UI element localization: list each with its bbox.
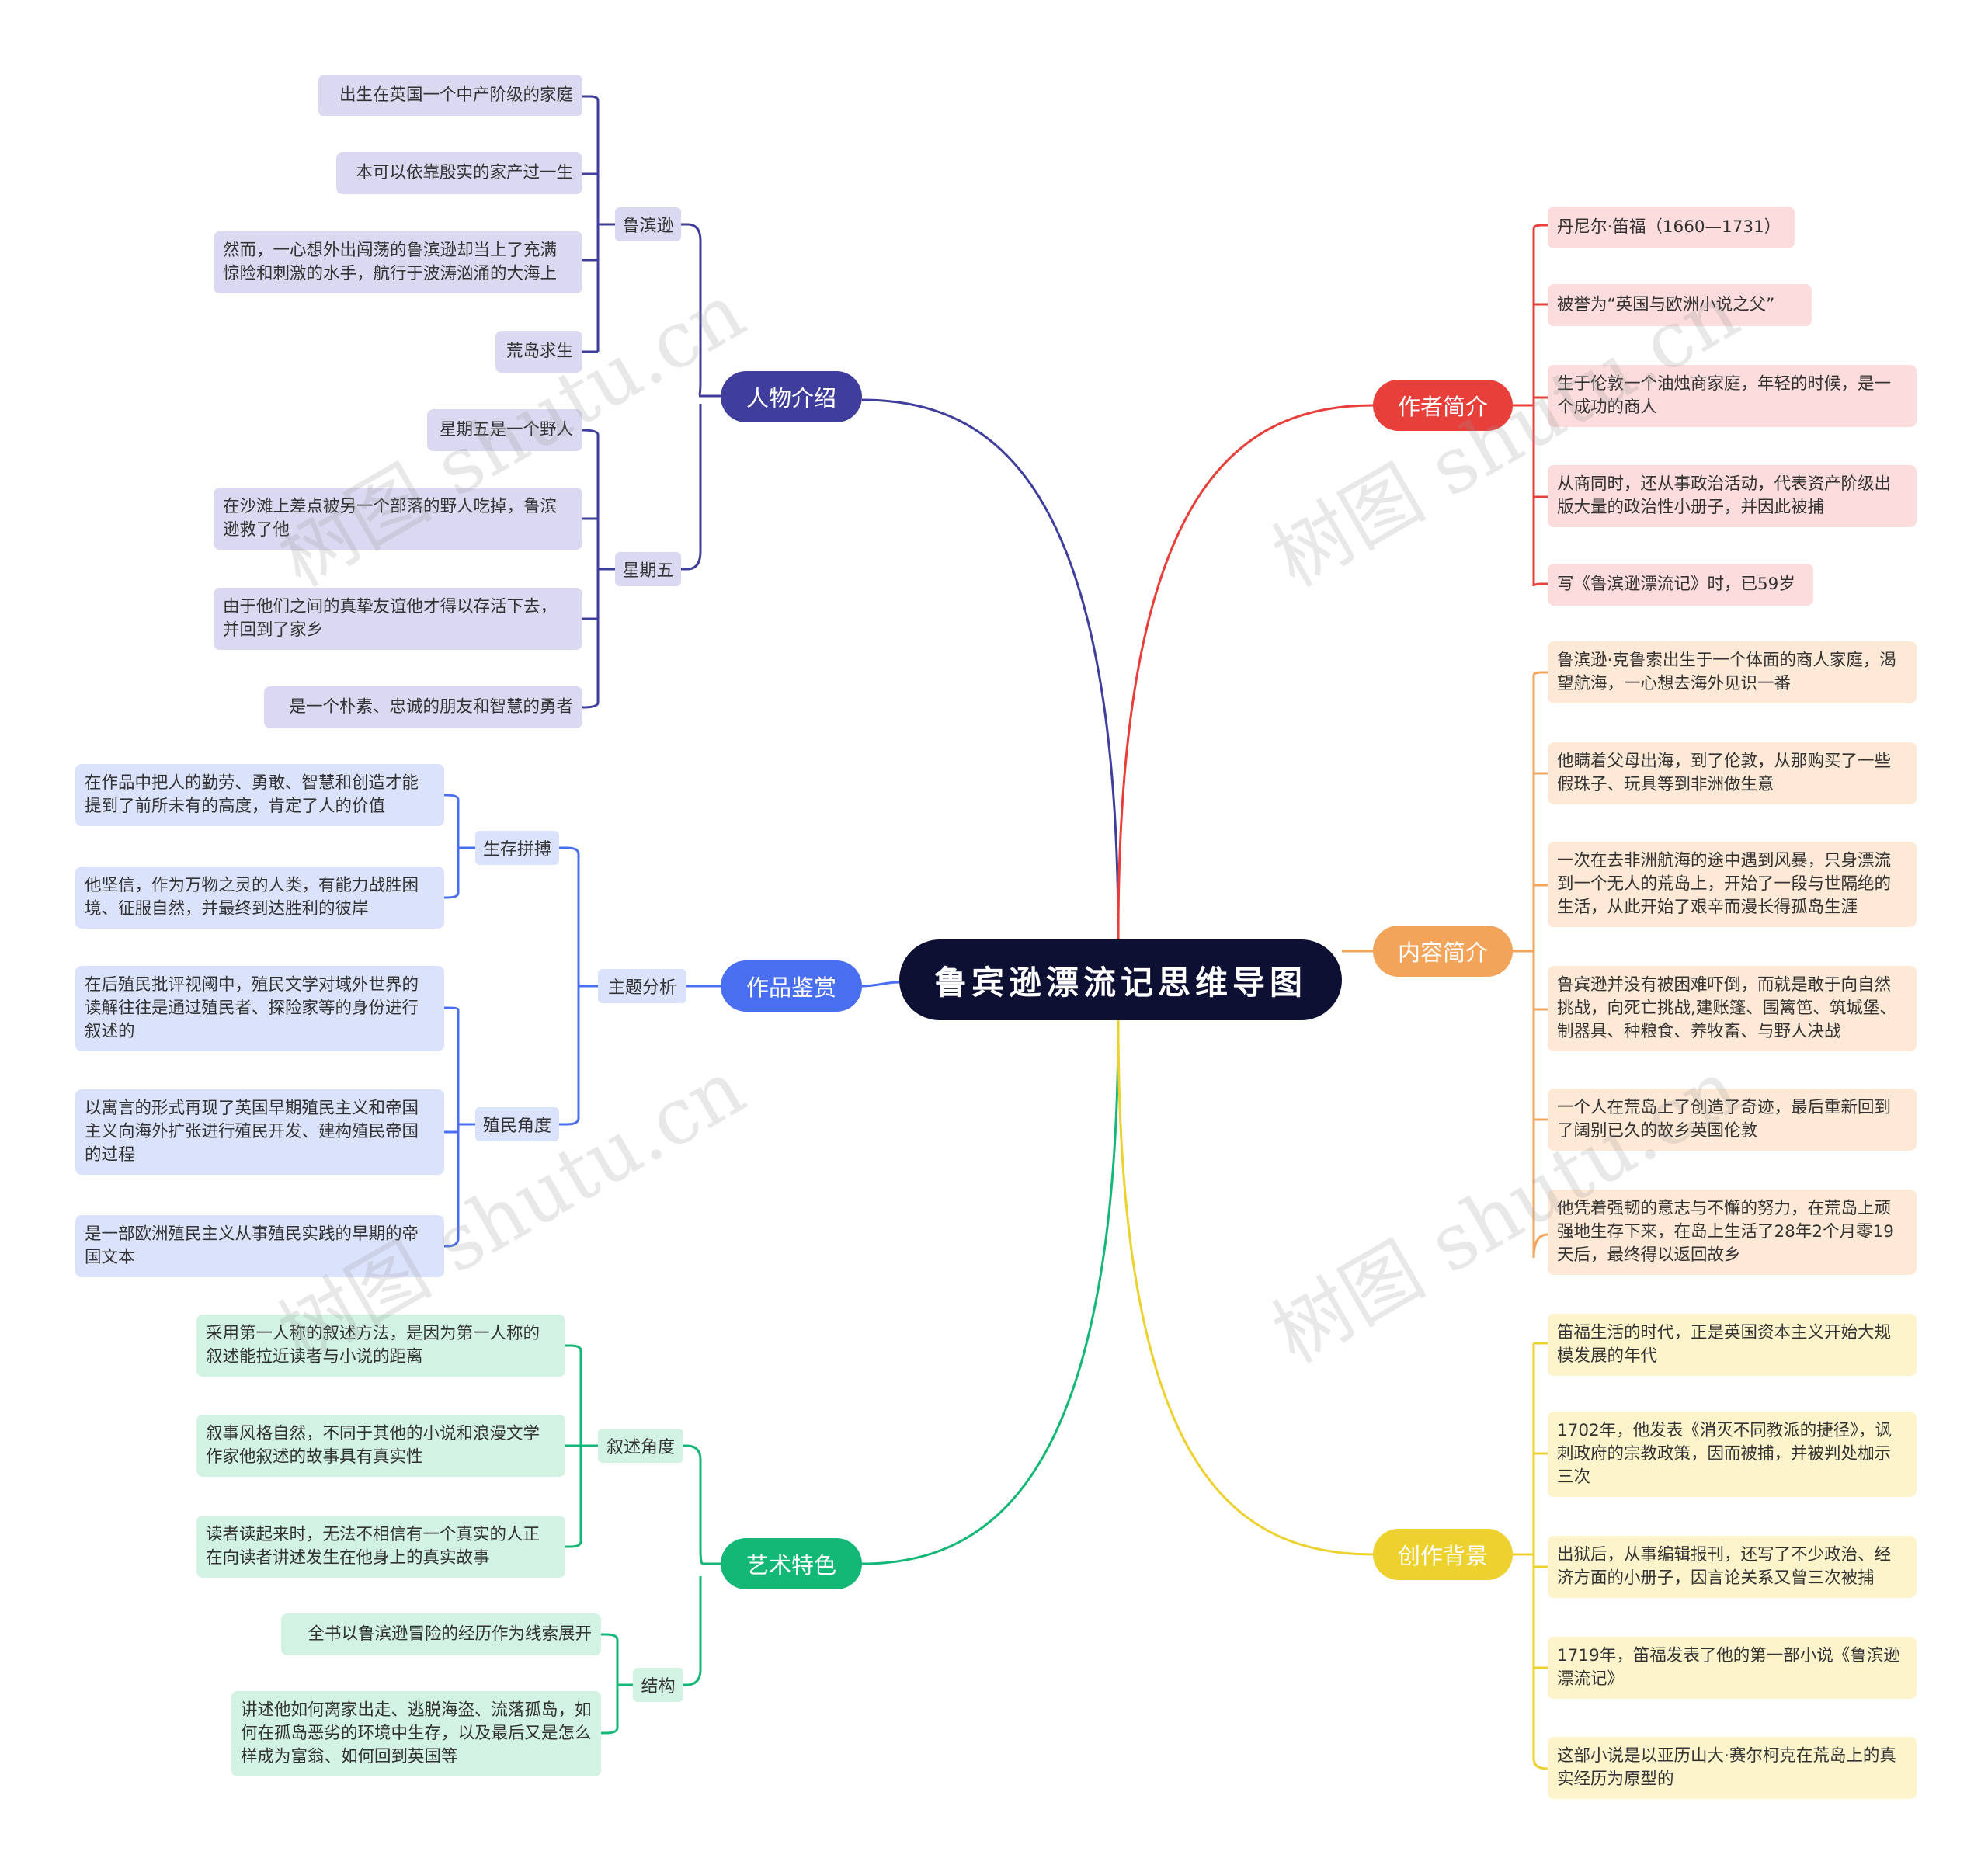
branch-background[interactable]: 创作背景 xyxy=(1373,1529,1513,1580)
leaf-author-3: 生于伦敦一个油烛商家庭，年轻的时候，是一个成功的商人 xyxy=(1548,365,1917,427)
leaf-friday-2: 在沙滩上差点被另一个部落的野人吃掉，鲁滨逊救了他 xyxy=(214,488,582,550)
link-root-background xyxy=(1117,1019,1374,1556)
sub-robinson[interactable]: 鲁滨逊 xyxy=(615,207,681,241)
leaf-structure-1: 全书以鲁滨逊冒险的经历作为线索展开 xyxy=(281,1613,601,1655)
leaf-content-1: 鲁滨逊·克鲁索出生于一个体面的商人家庭，渴望航海，一心想去海外见识一番 xyxy=(1548,641,1917,703)
sub-survival[interactable]: 生存拼搏 xyxy=(475,831,559,865)
sub-structure[interactable]: 结构 xyxy=(633,1668,683,1702)
leaf-background-4: 1719年，笛福发表了他的第一部小说《鲁滨逊漂流记》 xyxy=(1548,1637,1917,1699)
branch-art[interactable]: 艺术特色 xyxy=(721,1538,862,1589)
sub-theme[interactable]: 主题分析 xyxy=(598,969,686,1003)
leaf-colonial-2: 以寓言的形式再现了英国早期殖民主义和帝国主义向海外扩张进行殖民开发、建构殖民帝国… xyxy=(75,1089,444,1175)
leaf-robinson-4: 荒岛求生 xyxy=(495,331,582,373)
leaf-content-3: 一次在去非洲航海的途中遇到风暴，只身漂流到一个无人的荒岛上，开始了一段与世隔绝的… xyxy=(1548,842,1917,927)
leaf-robinson-3: 然而，一心想外出闯荡的鲁滨逊却当上了充满惊险和刺激的水手，航行于波涛汹涌的大海上 xyxy=(214,231,582,293)
leaf-robinson-1: 出生在英国一个中产阶级的家庭 xyxy=(318,75,582,116)
leaf-content-4: 鲁宾逊并没有被困难吓倒，而就是敢于向自然挑战，向死亡挑战,建账篷、围篱笆、筑城堡… xyxy=(1548,966,1917,1051)
leaf-background-1: 笛福生活的时代，正是英国资本主义开始大规模发展的年代 xyxy=(1548,1314,1917,1376)
sub-colonial[interactable]: 殖民角度 xyxy=(475,1107,559,1141)
leaf-colonial-3: 是一部欧洲殖民主义从事殖民实践的早期的帝国文本 xyxy=(75,1215,444,1277)
branch-appreciation[interactable]: 作品鉴赏 xyxy=(721,960,862,1012)
leaf-background-3: 出狱后，从事编辑报刊，还写了不少政治、经济方面的小册子，因言论关系又曾三次被捕 xyxy=(1548,1536,1917,1598)
leaf-content-2: 他瞒着父母出海，到了伦敦，从那购买了一些假珠子、玩具等到非洲做生意 xyxy=(1548,742,1917,804)
link-root-appreciation xyxy=(861,981,900,988)
leaf-friday-3: 由于他们之间的真挚友谊他才得以存活下去，并回到了家乡 xyxy=(214,588,582,650)
leaf-content-6: 他凭着强韧的意志与不懈的努力，在荒岛上顽强地生存下来，在岛上生活了28年2个月零… xyxy=(1548,1190,1917,1275)
leaf-author-1: 丹尼尔·笛福（1660—1731） xyxy=(1548,207,1795,248)
leaf-content-5: 一个人在荒岛上了创造了奇迹，最后重新回到了阔别已久的故乡英国伦敦 xyxy=(1548,1089,1917,1151)
leaf-author-5: 写《鲁滨逊漂流记》时，已59岁 xyxy=(1548,564,1813,606)
branch-characters[interactable]: 人物介绍 xyxy=(721,371,862,422)
leaf-author-4: 从商同时，还从事政治活动，代表资产阶级出版大量的政治性小册子，并因此被捕 xyxy=(1548,465,1917,527)
leaf-survival-1: 在作品中把人的勤劳、勇敢、智慧和创造才能提到了前所未有的高度，肯定了人的价值 xyxy=(75,764,444,826)
leaf-narrative-1: 采用第一人称的叙述方法，是因为第一人称的叙述能拉近读者与小说的距离 xyxy=(196,1315,565,1377)
leaf-narrative-3: 读者读起来时，无法不相信有一个真实的人正在向读者讲述发生在他身上的真实故事 xyxy=(196,1516,565,1578)
leaf-structure-2: 讲述他如何离家出走、逃脱海盗、流落孤岛，如何在孤岛恶劣的环境中生存，以及最后又是… xyxy=(231,1691,601,1776)
leaf-background-5: 这部小说是以亚历山大·赛尔柯克在荒岛上的真实经历为原型的 xyxy=(1548,1737,1917,1799)
link-root-author xyxy=(1117,404,1374,940)
root-node[interactable]: 鲁宾逊漂流记思维导图 xyxy=(899,939,1342,1020)
leaf-robinson-2: 本可以依靠殷实的家产过一生 xyxy=(336,152,582,194)
sub-friday[interactable]: 星期五 xyxy=(615,552,681,586)
leaf-colonial-1: 在后殖民批评视阈中，殖民文学对域外世界的读解往往是通过殖民者、探险家等的身份进行… xyxy=(75,966,444,1051)
link-root-art xyxy=(861,1019,1120,1565)
leaf-friday-4: 是一个朴素、忠诚的朋友和智慧的勇者 xyxy=(264,686,582,728)
branch-content[interactable]: 内容简介 xyxy=(1373,926,1513,977)
sub-narrative[interactable]: 叙述角度 xyxy=(598,1429,683,1463)
leaf-author-2: 被誉为“英国与欧洲小说之父” xyxy=(1548,284,1812,326)
leaf-background-2: 1702年，他发表《消灭不同教派的捷径》，讽刺政府的宗教政策，因而被捕，并被判处… xyxy=(1548,1412,1917,1497)
branch-author[interactable]: 作者简介 xyxy=(1373,380,1513,431)
leaf-survival-2: 他坚信，作为万物之灵的人类，有能力战胜困境、征服自然，并最终到达胜利的彼岸 xyxy=(75,867,444,929)
leaf-narrative-2: 叙事风格自然，不同于其他的小说和浪漫文学作家他叙述的故事具有真实性 xyxy=(196,1415,565,1477)
leaf-friday-1: 星期五是一个野人 xyxy=(427,409,582,451)
link-root-characters xyxy=(861,398,1120,940)
